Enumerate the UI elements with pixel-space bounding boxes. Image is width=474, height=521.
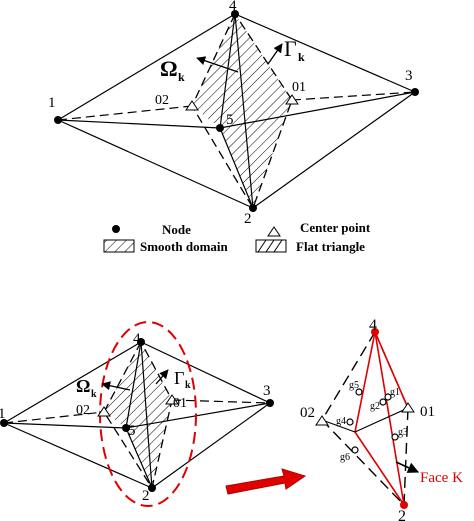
top-omega-sub: k — [178, 70, 185, 84]
top-gamma-arrow — [267, 43, 283, 65]
bottom-node-5 — [122, 424, 130, 432]
top-omega-arrow — [196, 56, 239, 73]
bottom-node-1 — [0, 419, 8, 427]
detail-gauss-point-g5 — [355, 388, 363, 396]
top-node-3 — [411, 88, 419, 96]
bottom-omega-arrow — [101, 381, 131, 391]
bottom-node-5-label: 5 — [128, 423, 136, 439]
top-node-1-label: 1 — [48, 95, 56, 111]
detail-node-2-label: 2 — [398, 508, 406, 521]
bottom-smooth-domain — [104, 342, 172, 488]
bottom-node-4-label: 4 — [133, 331, 141, 347]
legend-node-label: Node — [162, 222, 191, 237]
detail-gauss-point-g6 — [351, 446, 359, 454]
detail-face-triangle — [354, 331, 409, 506]
legend-flat-triangle-label: Flat triangle — [296, 239, 365, 254]
bottom-gamma-sub: k — [185, 380, 191, 391]
detail-node-4-label: 4 — [369, 317, 377, 334]
detail-gauss-g6-label: g6 — [340, 452, 350, 463]
detail-gauss-point-g4 — [346, 418, 354, 426]
top-center-point-01 — [285, 94, 299, 105]
bottom-center-01-label: 01 — [173, 396, 187, 411]
bottom-dashed-line-1-to-02 — [3, 411, 105, 424]
detail-gauss-point-g3 — [391, 433, 399, 441]
top-dashed-line-1-to-02 — [57, 105, 193, 121]
detail-center-02-label: 02 — [300, 405, 315, 421]
top-node-2 — [249, 204, 257, 212]
bottom-dashed-line-01-to-3 — [171, 399, 271, 404]
detail-domain-boundary — [321, 330, 409, 507]
detail-gauss-points — [346, 388, 399, 454]
legend-node-icon — [112, 225, 120, 233]
detail-node-2 — [400, 501, 408, 509]
detail-node-4 — [371, 328, 379, 336]
bottom-node-2-label: 2 — [142, 488, 150, 504]
bottom-gamma-label: Γ — [174, 368, 184, 388]
detail-gauss-g2-label: g2 — [370, 401, 380, 412]
top-gamma-sub: k — [298, 50, 305, 64]
bottom-gamma-arrow — [155, 369, 169, 385]
top-node-1 — [54, 116, 62, 124]
detail-center-point-02 — [315, 415, 329, 426]
top-center-01-label: 01 — [292, 80, 306, 95]
detail-gauss-point-g2 — [379, 398, 387, 406]
detail-gauss-g1-label: g1 — [390, 387, 400, 398]
detail-inner-edges — [321, 407, 409, 433]
top-node-4 — [231, 10, 239, 18]
bottom-center-02-label: 02 — [76, 403, 90, 418]
bottom-omega-label: Ω — [76, 376, 90, 396]
legend-flat-triangle-hatch — [257, 239, 283, 253]
detail-face-k-label: Face K — [420, 470, 463, 486]
legend-smooth-domain-swatch — [103, 239, 135, 253]
bottom-node-2 — [148, 484, 156, 492]
top-center-02-label: 02 — [155, 93, 169, 108]
bottom-diagram: 1 4 3 2 5 02 01 Ω k Γ k — [0, 321, 274, 507]
legend-smooth-domain-label: Smooth domain — [140, 239, 229, 254]
detail-gauss-point-g1 — [384, 393, 392, 401]
legend: Node Center point Smooth domain Flat tri… — [103, 220, 371, 254]
bottom-node-3 — [266, 399, 274, 407]
detail-face-arrow — [395, 461, 420, 473]
detail-gauss-g4-label: g4 — [336, 416, 346, 427]
bottom-omega-sub: k — [91, 389, 97, 400]
detail-gauss-g5-label: g5 — [349, 380, 359, 391]
bottom-outer-edges — [3, 341, 271, 489]
legend-flat-triangle-swatch — [255, 239, 287, 253]
top-node-5 — [216, 124, 224, 132]
bottom-node-1-label: 1 — [0, 406, 6, 422]
top-dashed-line-01-to-3 — [291, 91, 416, 101]
top-outer-edges — [57, 13, 416, 209]
top-smooth-domain — [192, 14, 292, 208]
detail-gauss-g3-label: g3 — [398, 427, 408, 438]
detail-diagram: 4 2 02 01 g1 g2 g3 g4 g5 g6 Face K — [300, 317, 463, 521]
legend-center-point-label: Center point — [300, 220, 371, 235]
bottom-center-point-01 — [165, 394, 179, 405]
bottom-node-3-label: 3 — [263, 383, 271, 399]
top-node-2-label: 2 — [244, 211, 252, 227]
top-domain-boundary — [191, 12, 293, 210]
top-omega-label: Ω — [160, 56, 178, 81]
top-node-5-label: 5 — [226, 112, 234, 128]
top-diagram: 1 4 3 2 5 02 01 Ω k Γ k — [48, 0, 419, 227]
detail-center-01-label: 01 — [420, 404, 435, 420]
bottom-center-point-02 — [97, 406, 111, 417]
legend-center-point-icon — [267, 226, 281, 237]
detail-center-point-01 — [401, 402, 415, 413]
bottom-node-4 — [137, 338, 145, 346]
top-node-3-label: 3 — [405, 68, 413, 84]
big-red-arrow — [225, 468, 307, 495]
top-node-4-label: 4 — [229, 0, 237, 14]
top-gamma-label: Γ — [284, 36, 297, 61]
top-center-point-02 — [185, 100, 199, 111]
